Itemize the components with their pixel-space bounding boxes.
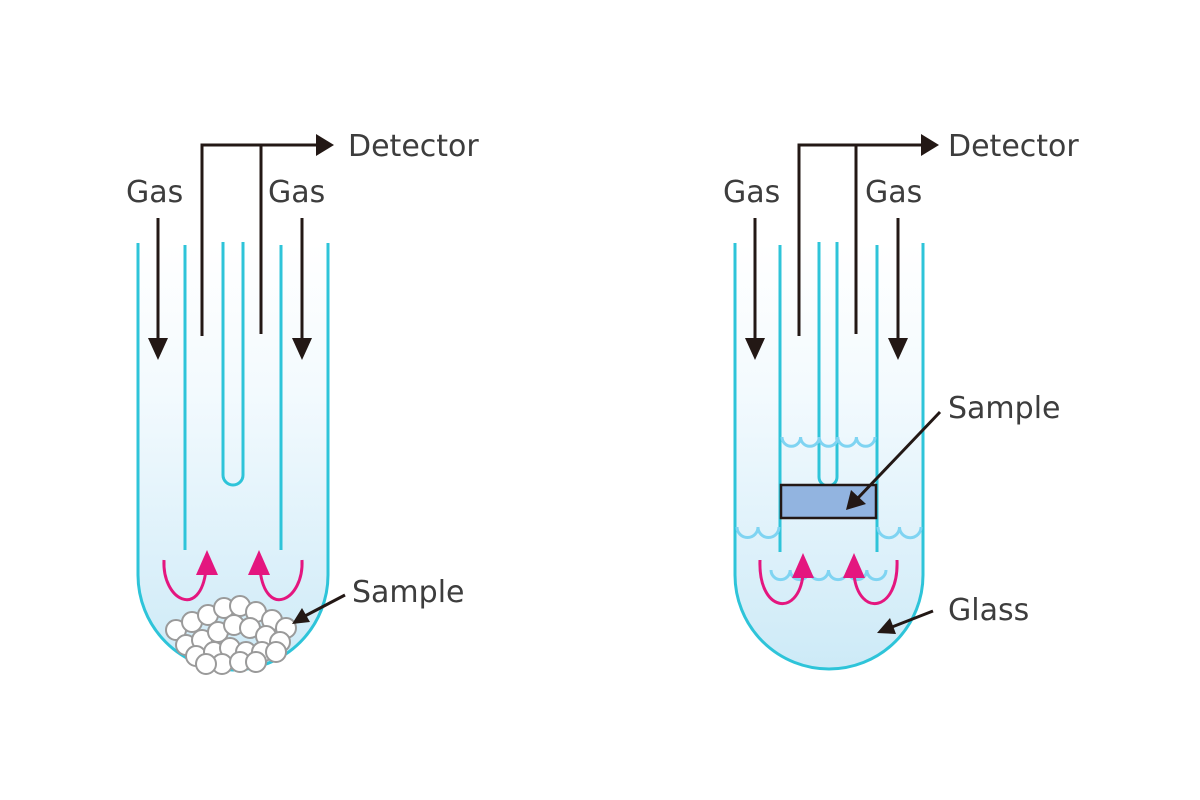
detector-arrowhead — [921, 134, 939, 156]
detector-label: Detector — [348, 129, 479, 164]
detector-arrowhead — [316, 134, 334, 156]
outer-tube — [733, 243, 925, 671]
gas-arrowhead-right — [888, 338, 908, 360]
glass-pointer-line — [891, 609, 934, 629]
glass-wool-lower — [769, 569, 888, 582]
gas-label-right: Gas — [268, 175, 325, 210]
flow-arrowhead-right — [843, 553, 865, 578]
thermocouple-well — [221, 242, 245, 487]
detector-line — [200, 143, 318, 336]
flow-arrowhead-left — [792, 553, 814, 578]
sample-pointer-line — [302, 593, 346, 619]
pellet — [245, 651, 267, 673]
glass-pointer-arrowhead — [877, 618, 896, 634]
detector-line — [797, 143, 922, 336]
gas-label-left: Gas — [126, 175, 183, 210]
flow-arrowhead-right — [248, 550, 270, 575]
pellet — [265, 641, 287, 663]
flow-arrow-left — [758, 559, 805, 605]
sample-label: Sample — [352, 575, 465, 610]
glass-wool — [735, 436, 923, 582]
gas-arrowhead-right — [292, 338, 312, 360]
outer-tube-fill — [735, 243, 923, 669]
right-setup: Detector Gas Gas Sample Glass — [723, 129, 1079, 671]
gas-arrowhead-left — [745, 338, 765, 360]
flow-arrow-left — [162, 559, 208, 602]
gas-label-left: Gas — [723, 175, 780, 210]
sample-pointer-line — [856, 410, 942, 500]
pellet — [195, 653, 217, 675]
flow-arrow-right — [852, 559, 899, 605]
flow-arrowhead-left — [196, 550, 218, 575]
gas-arrowhead-left — [148, 338, 168, 360]
glass-label: Glass — [948, 593, 1029, 628]
glass-wool-middle-right — [876, 526, 923, 540]
glass-wool-middle-left — [735, 526, 781, 539]
left-setup: Detector Gas Gas Sample — [126, 129, 479, 675]
glass-wool-upper — [780, 436, 877, 448]
sample-pointer-arrowhead — [292, 608, 310, 624]
flow-arrow-right — [258, 559, 304, 602]
powder-sample — [165, 595, 297, 675]
sample-label: Sample — [948, 391, 1061, 426]
sample-pointer-arrowhead — [846, 490, 866, 510]
detector-label: Detector — [948, 129, 1079, 164]
gas-label-right: Gas — [865, 175, 922, 210]
